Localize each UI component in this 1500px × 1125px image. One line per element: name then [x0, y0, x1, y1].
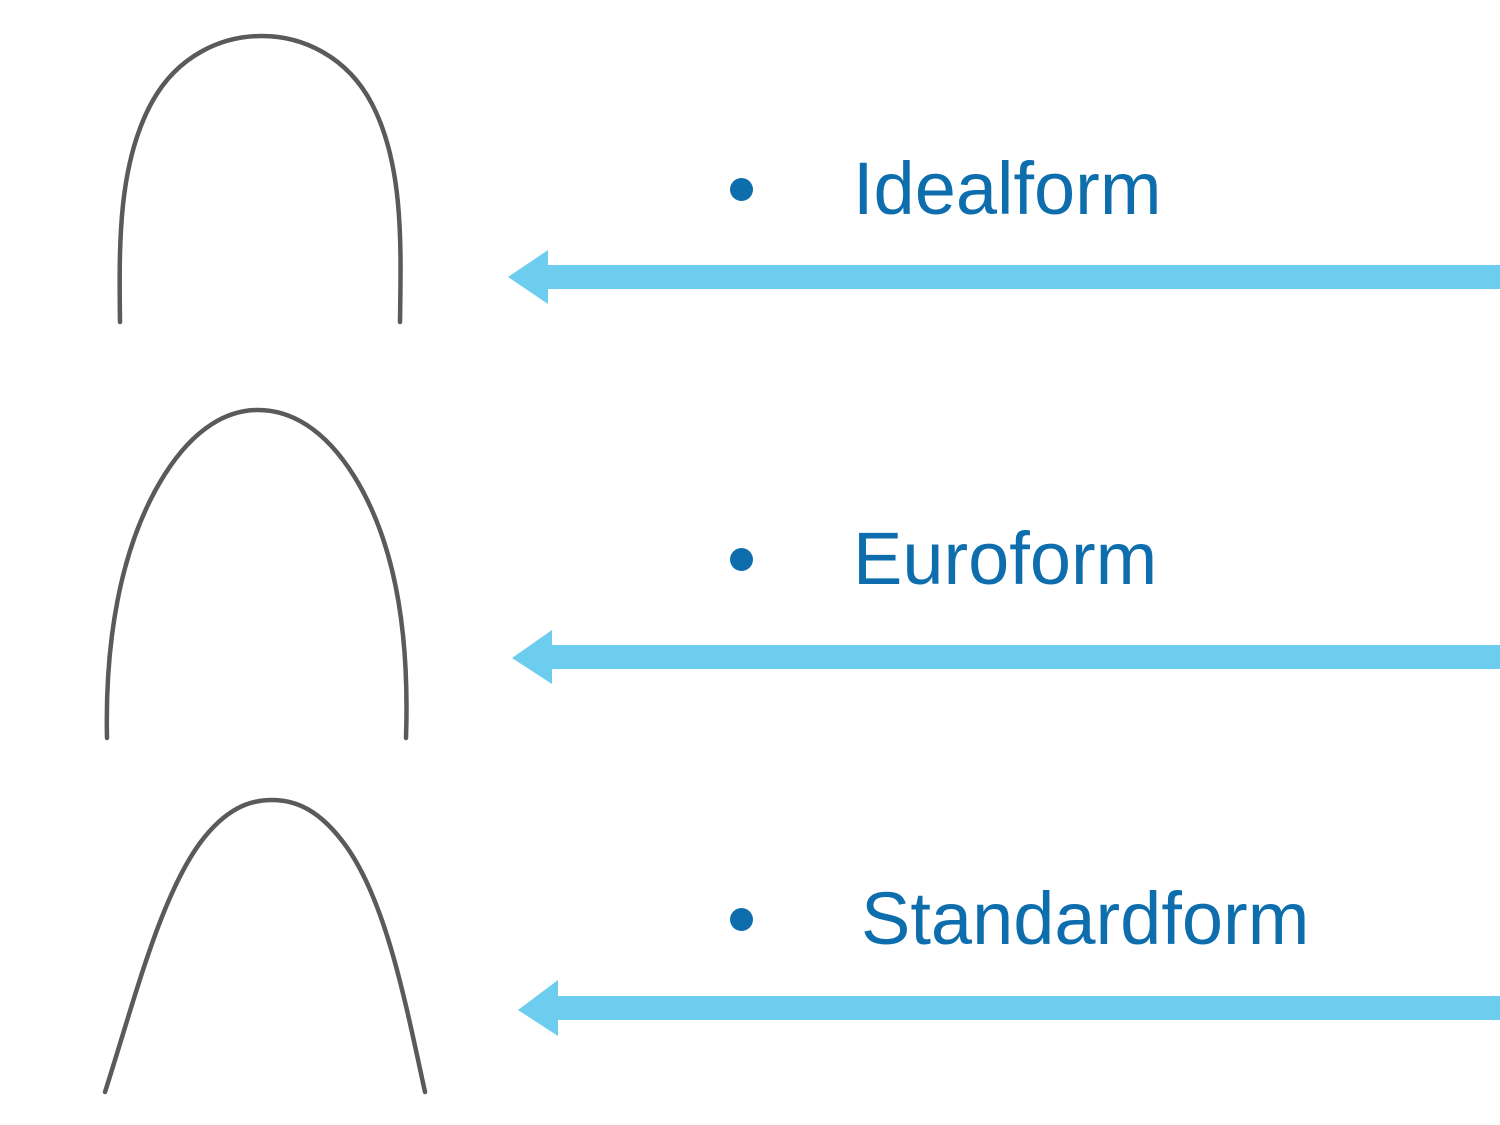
label-standardform: Standardform [861, 877, 1310, 960]
list-item-idealform[interactable]: Idealform [730, 152, 1161, 226]
archform-diagram-idealform [0, 14, 500, 344]
list-item-standardform[interactable]: Standardform [730, 882, 1309, 956]
bullet-icon [730, 547, 753, 571]
list-item-euroform[interactable]: Euroform [730, 522, 1157, 596]
pointer-arrow-standardform [500, 976, 1500, 1038]
bullet-icon [730, 177, 753, 201]
label-euroform: Euroform [853, 517, 1158, 600]
archform-diagram-euroform [0, 398, 500, 748]
pointer-arrow-idealform [500, 246, 1500, 308]
pointer-arrow-euroform [500, 624, 1500, 686]
archform-diagram-standardform [0, 788, 500, 1108]
label-idealform: Idealform [853, 147, 1162, 230]
bullet-icon [730, 907, 753, 931]
